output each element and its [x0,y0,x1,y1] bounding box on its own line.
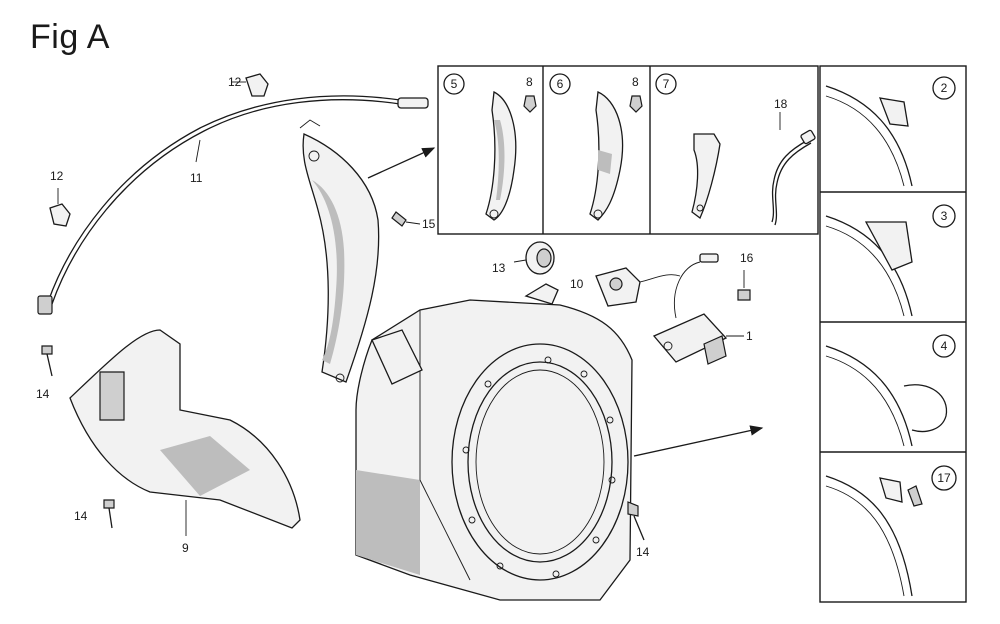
label-13: 13 [492,261,506,275]
bolt-part-14-bottom [103,499,115,529]
label-8-a: 8 [526,75,533,89]
label-15: 15 [422,217,436,231]
circled-label-17: 17 [931,465,957,491]
figure-title: Fig A [30,18,110,56]
svg-text:17: 17 [937,471,951,485]
shroud-plate [299,119,380,383]
svg-text:5: 5 [451,77,458,91]
circled-label-2: 2 [932,76,956,100]
label-9: 9 [182,541,189,555]
label-18: 18 [774,97,788,111]
screw-part-15 [391,211,421,227]
label-11: 11 [190,171,203,185]
label-8-b: 8 [632,75,639,89]
label-16: 16 [740,251,754,265]
module-part-1 [652,253,744,365]
label-14-bottom: 14 [74,509,88,523]
cover-part-9 [69,329,301,536]
clip-part-12-left [49,188,71,227]
svg-text:2: 2 [941,81,948,95]
label-12-left: 12 [50,169,64,183]
bolt-part-14-right [627,501,645,541]
bolt-part-16 [737,270,751,301]
clip-part-12-top [232,73,269,97]
circled-label-6: 6 [549,73,571,95]
blower-housing [355,283,633,601]
detail-box-variants [437,65,819,235]
cable-part-11 [37,95,429,315]
circled-label-5: 5 [443,73,465,95]
detail-arrow-lower [633,425,764,457]
switch-part-10 [595,267,681,307]
detail-column-variants [819,65,967,603]
wire-part-18 [771,112,816,226]
detail-arrow-upper [367,147,436,179]
svg-text:3: 3 [941,209,948,223]
bolt-part-14-left [41,345,53,377]
label-14-left: 14 [36,387,50,401]
label-12-top: 12 [228,75,242,89]
label-1: 1 [746,329,753,343]
label-14-right: 14 [636,545,650,559]
circled-label-3: 3 [932,204,956,228]
label-10: 10 [570,277,584,291]
grommet-part-13 [513,241,555,275]
svg-text:7: 7 [663,77,670,91]
circled-label-7: 7 [655,73,677,95]
circled-label-4: 4 [932,334,956,358]
cable-end-fitting [397,97,429,109]
svg-text:4: 4 [941,339,948,353]
cable-anchor [37,295,53,315]
svg-text:6: 6 [557,77,564,91]
